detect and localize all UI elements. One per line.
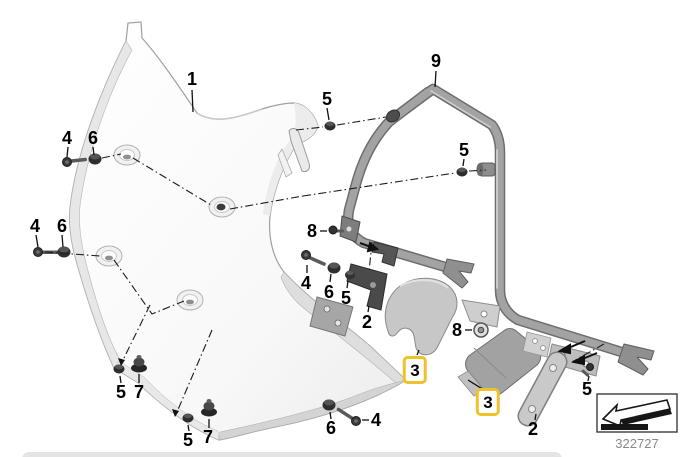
windscreen-mount-hole [176,289,204,311]
tube-side-stub [476,162,496,177]
windscreen-mount-hole [113,144,141,166]
nut-part-7-lower2 [201,399,217,417]
bottom-panel-edge [22,452,562,457]
part-callout[interactable]: 8 [306,221,318,241]
part-callout[interactable]: 5 [182,430,194,450]
tube-bracket-part-9 [339,83,655,377]
part-callout[interactable]: 1 [186,69,198,89]
diagram-number: 322727 [615,436,659,451]
part-callout[interactable]: 5 [458,140,470,160]
part-callout[interactable]: 6 [325,418,337,438]
grommet-part-5-top [324,121,336,131]
grommet-part-5-lower1 [113,364,125,374]
bracket-part-2-right [517,351,568,427]
part-callout[interactable]: 8 [451,320,463,340]
direction-arrows [359,241,598,366]
installation-direction-arrow-icon [601,399,672,430]
grommet-part-6-mid-left [57,246,71,258]
part-callout[interactable]: 5 [340,288,352,308]
grommet-part-6-upper-left [88,153,102,165]
screw-part-4-bottom [336,407,361,426]
cover-part-3-left [384,277,458,356]
alignment-arrowheads [118,358,179,417]
screw-part-4-middle [301,250,326,266]
part-callout[interactable]: 4 [29,216,41,236]
part-callout[interactable]: 5 [321,89,333,109]
washer-part-8-right [473,322,489,338]
alignment-lines [44,116,605,413]
screw-part-5-far-right [581,363,594,377]
screw-part-4-mid-left [33,247,59,257]
part-callout[interactable]: 7 [133,382,145,402]
windscreen-vent-slot [277,128,310,178]
highlighted-part-callout[interactable]: 3 [475,388,501,416]
legend-box [596,393,678,433]
part-callout[interactable]: 9 [430,51,442,71]
grommet-part-6-middle [327,262,341,274]
highlighted-part-callout[interactable]: 3 [402,356,428,384]
part-callout[interactable]: 6 [323,282,335,302]
part-callout[interactable]: 4 [370,410,382,430]
part-callout[interactable]: 2 [361,312,373,332]
screw-part-8-top [328,225,344,235]
grommet-part-5-right [456,167,468,177]
screw-part-4-upper-left [62,157,87,167]
part-callout[interactable]: 2 [527,419,539,439]
bracket-tab-small [522,331,552,358]
part-callout[interactable]: 6 [56,216,68,236]
part-callout[interactable]: 4 [61,128,73,148]
part-callout[interactable]: 4 [300,273,312,293]
part-callout[interactable]: 6 [87,128,99,148]
bracket-part-2-left [309,263,388,337]
tube-weld-tab-upper-right [461,299,501,328]
nut-part-7-lower1 [131,355,147,373]
callout-leader-lines [35,70,590,432]
tube-fork-end-left [442,258,475,289]
part-callout[interactable]: 7 [202,427,214,447]
part-callout[interactable]: 5 [581,379,593,399]
grommet-part-6-bottom [322,399,336,411]
tube-weld-tab-notched [371,241,399,267]
tube-end-cap [385,109,401,123]
grommet-part-5-lower2 [182,413,194,423]
windscreen-mount-hole [208,196,236,218]
nut-part-5-middle [345,270,355,280]
tube-fork-end-right [617,343,655,376]
windscreen-mount-hole [95,245,123,267]
tube-weld-tab [339,215,361,243]
part-callout[interactable]: 5 [115,382,127,402]
